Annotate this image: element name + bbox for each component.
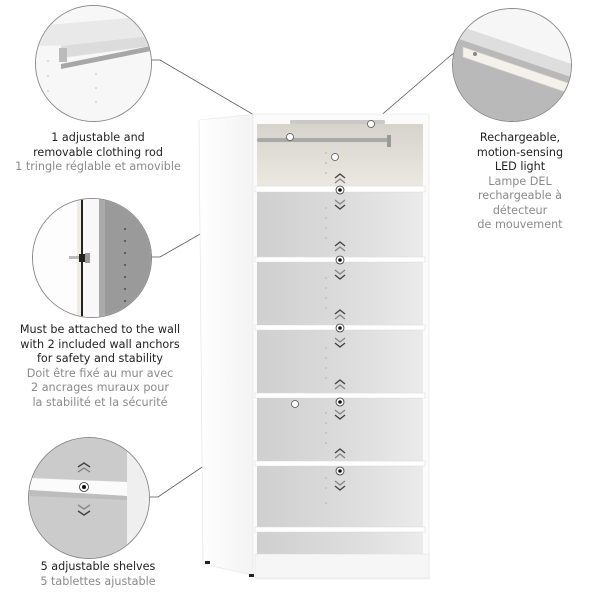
shelves-detail-circle	[28, 437, 150, 559]
shelves-caption-fr: 5 tablettes ajustable	[40, 574, 156, 588]
compartment-2	[257, 262, 423, 326]
led-light-strip	[290, 120, 385, 124]
shelf-pin-icon	[335, 397, 345, 407]
rod-callout-line	[150, 59, 291, 137]
rod-caption: 1 adjustable and removable clothing rod …	[0, 131, 196, 175]
shelf-pin-icon	[335, 255, 345, 265]
anchor-caption-fr: Doit être fixé au mur avec 2 ancrages mu…	[26, 366, 174, 409]
motion-sensor-icon	[473, 52, 477, 56]
shelf-pin-icon	[335, 466, 345, 476]
led-caption-fr: Lampe DEL rechargeable à détecteur de mo…	[477, 174, 563, 232]
compartment-4	[257, 398, 423, 462]
foot	[249, 574, 254, 577]
wall-anchor-icon	[69, 253, 90, 263]
shelves-caption-en: 5 adjustable shelves	[40, 560, 156, 573]
cabinet-illustration	[198, 113, 430, 580]
top-compartment	[257, 124, 423, 188]
compartment-bottom	[257, 532, 423, 556]
led-strip-detail	[462, 46, 571, 95]
chevron-double-up-icon	[334, 173, 346, 459]
cabinet-plinth	[254, 553, 430, 579]
shelf-6	[254, 526, 426, 533]
anchor-caption: Must be attached to the wall with 2 incl…	[0, 323, 200, 410]
led-caption-en: Rechargeable, motion-sensing LED light	[476, 131, 564, 173]
chevron-double-down-icon	[334, 199, 346, 491]
compartment-3	[257, 330, 423, 394]
adjust-markers	[334, 173, 346, 491]
shelves-caption: 5 adjustable shelves 5 tablettes ajustab…	[0, 560, 196, 589]
anchor-caption-en: Must be attached to the wall with 2 incl…	[19, 323, 181, 365]
shelf-4	[254, 392, 426, 399]
anchor-detail-circle	[32, 198, 152, 318]
rod-bracket	[387, 135, 391, 147]
led-caption: Rechargeable, motion-sensing LED light L…	[440, 131, 600, 233]
callout-dots	[286, 120, 375, 408]
shelf-pin-icon	[335, 323, 345, 333]
rod-caption-en: 1 adjustable and removable clothing rod	[33, 131, 163, 159]
shelf-5	[254, 460, 426, 467]
pin-holes	[325, 152, 327, 504]
shelf-pin-icon	[335, 185, 345, 195]
clothing-rod	[257, 138, 389, 142]
led-detail-circle	[452, 8, 572, 122]
rod-detail	[61, 46, 151, 69]
rod-detail-circle	[35, 5, 152, 122]
cabinet-side-panel	[198, 113, 258, 577]
rod-caption-fr: 1 tringle réglable et amovible	[15, 160, 181, 173]
compartment-5	[257, 466, 423, 528]
foot	[205, 561, 210, 564]
compartment-1	[257, 192, 423, 258]
